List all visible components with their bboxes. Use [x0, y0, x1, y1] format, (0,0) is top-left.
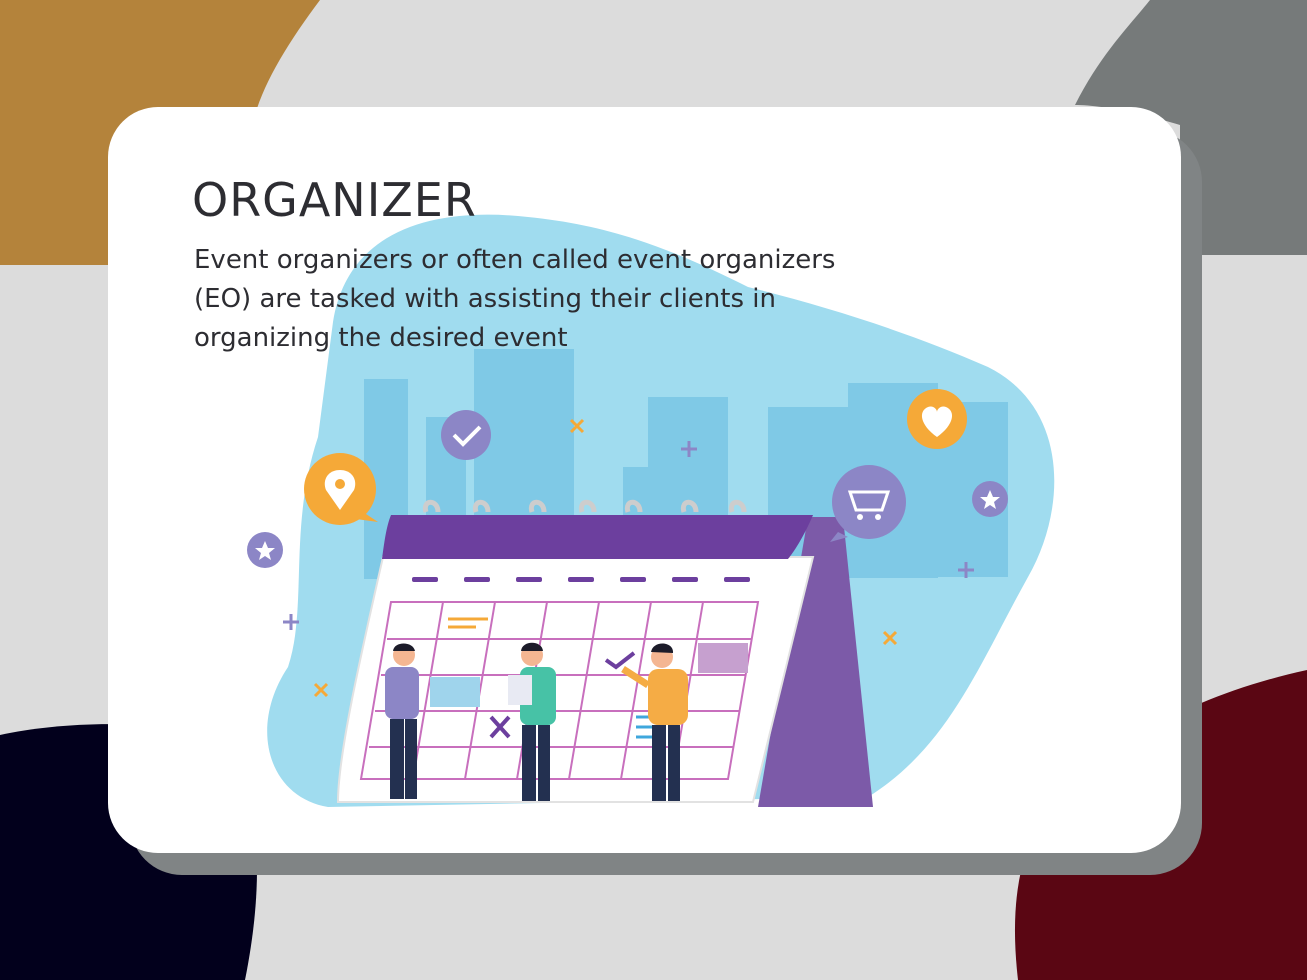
- person-reading: [508, 642, 556, 801]
- calendar-blue-cell: [430, 677, 480, 707]
- calendar-highlight-cell: [698, 643, 748, 673]
- calendar-dashes: [412, 577, 750, 582]
- info-card: ORGANIZER Event organizers or often call…: [108, 107, 1181, 853]
- calendar-stand: [758, 517, 873, 807]
- calendar-marks: [448, 617, 653, 739]
- plus-icon: [283, 441, 974, 630]
- cross-icon: [313, 418, 898, 698]
- heart-icon: [907, 389, 967, 449]
- check-icon: [441, 410, 491, 460]
- location-pin-icon: [304, 453, 378, 525]
- card-description: Event organizers or often called event o…: [194, 245, 836, 353]
- calendar-header: [382, 515, 813, 559]
- person-thinking: [385, 643, 419, 799]
- check-mark: [604, 651, 636, 670]
- calendar-rings: [422, 499, 747, 513]
- star-icon: [247, 532, 283, 568]
- gray-blob: [1075, 0, 1307, 255]
- person-pointing: [621, 643, 688, 801]
- shopping-cart-icon: [830, 465, 906, 542]
- organizer-illustration: [247, 214, 1055, 807]
- cross-mark: [489, 715, 511, 739]
- page-title: ORGANIZER: [192, 173, 477, 227]
- star-icon: [972, 481, 1008, 517]
